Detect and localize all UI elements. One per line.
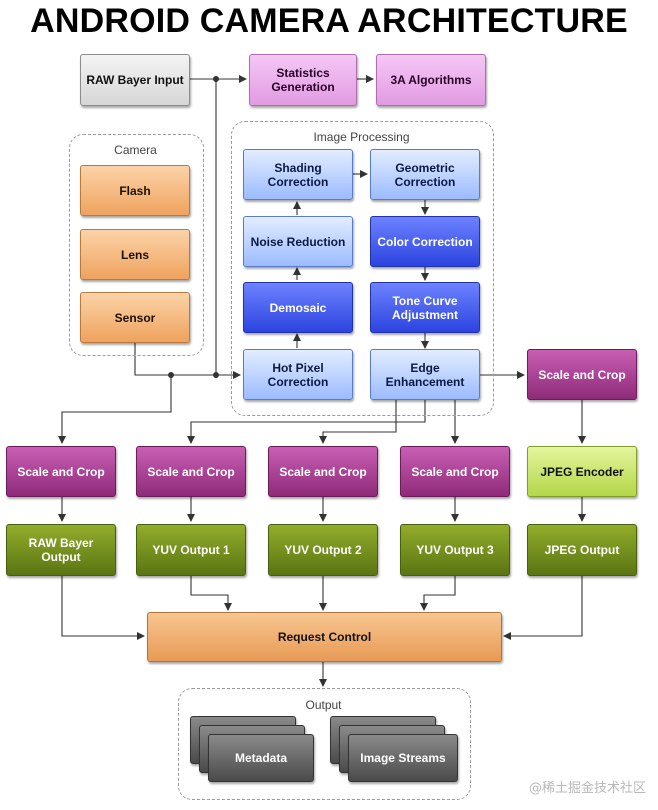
- hot-pixel-correction-label: Hot Pixel Correction: [267, 360, 329, 389]
- lens-box: Lens: [80, 229, 190, 280]
- image-streams-label: Image Streams: [360, 751, 446, 765]
- junction-dot-top: [213, 76, 219, 82]
- 3a-algorithms-box: 3A Algorithms: [376, 54, 486, 106]
- jpeg-encoder-label: JPEG Encoder: [540, 464, 624, 479]
- tone-curve-adjustment-label: Tone Curve Adjustment: [392, 293, 458, 322]
- scale-crop-yuv1-label: Scale and Crop: [147, 464, 235, 479]
- yuv-output-3-label: YUV Output 3: [416, 543, 494, 557]
- line-edge-to-yuv2: [319, 400, 397, 444]
- line-yuv3-request: [420, 576, 456, 611]
- raw-bayer-input-box: RAW Bayer Input: [80, 54, 190, 106]
- edge-enhancement-label: Edge Enhancement: [385, 360, 465, 389]
- scale-crop-yuv3-label: Scale and Crop: [411, 464, 499, 479]
- scale-crop-yuv2-label: Scale and Crop: [279, 464, 367, 479]
- line-junction-raw-scale: [58, 375, 172, 444]
- scale-crop-jpeg-box: Scale and Crop: [527, 349, 637, 400]
- output-group-label: Output: [305, 698, 342, 712]
- noise-reduction-box: Noise Reduction: [243, 216, 353, 267]
- color-correction-label: Color Correction: [377, 234, 473, 249]
- yuv-output-1-label: YUV Output 1: [152, 543, 230, 557]
- raw-bayer-output-label: RAW Bayer Output: [28, 536, 94, 564]
- request-control-label: Request Control: [277, 630, 372, 644]
- shading-correction-label: Shading Correction: [267, 160, 329, 189]
- line-sensor-out: [134, 343, 241, 379]
- yuv-output-2-box: YUV Output 2: [268, 524, 378, 576]
- yuv-output-1-box: YUV Output 1: [136, 524, 246, 576]
- camera-group-label: Camera: [114, 143, 157, 157]
- jpeg-encoder-box: JPEG Encoder: [527, 446, 637, 497]
- scale-crop-jpeg-label: Scale and Crop: [538, 367, 626, 382]
- color-correction-box: Color Correction: [370, 216, 480, 267]
- statistics-generation-label: Statistics Generation: [271, 66, 335, 94]
- sensor-box: Sensor: [80, 292, 190, 343]
- noise-reduction-label: Noise Reduction: [250, 234, 346, 249]
- yuv-output-2-label: YUV Output 2: [284, 543, 362, 557]
- scale-crop-yuv3-box: Scale and Crop: [400, 446, 510, 497]
- junction-dot-left: [168, 372, 174, 378]
- diagram-title: ANDROID CAMERA ARCHITECTURE: [30, 2, 628, 40]
- statistics-generation-box: Statistics Generation: [249, 54, 357, 106]
- output-group: [178, 688, 471, 800]
- geometric-correction-label: Geometric Correction: [394, 160, 456, 189]
- scale-crop-yuv2-box: Scale and Crop: [268, 446, 378, 497]
- demosaic-label: Demosaic: [269, 300, 327, 315]
- junction-dot-middle: [213, 372, 219, 378]
- flash-label: Flash: [119, 183, 151, 198]
- request-control-box: Request Control: [147, 612, 502, 662]
- raw-bayer-output-box: RAW Bayer Output: [6, 524, 116, 576]
- image-streams-stack-front: [348, 734, 458, 782]
- line-raw-out-request: [61, 576, 145, 640]
- yuv-output-3-box: YUV Output 3: [400, 524, 510, 576]
- tone-curve-adjustment-box: Tone Curve Adjustment: [370, 282, 480, 333]
- lens-label: Lens: [120, 247, 149, 262]
- shading-correction-box: Shading Correction: [243, 149, 353, 200]
- 3a-algorithms-label: 3A Algorithms: [390, 73, 472, 87]
- edge-enhancement-box: Edge Enhancement: [370, 349, 480, 400]
- image-processing-group: [231, 121, 494, 416]
- watermark-text: @稀土掘金技术社区: [528, 781, 646, 796]
- line-edge-to-yuv1: [187, 400, 426, 444]
- jpeg-output-box: JPEG Output: [527, 524, 637, 576]
- raw-bayer-input-label: RAW Bayer Input: [86, 73, 184, 87]
- metadata-label: Metadata: [234, 751, 287, 765]
- flash-box: Flash: [80, 165, 190, 216]
- camera-group: [69, 134, 204, 356]
- jpeg-output-label: JPEG Output: [544, 543, 620, 557]
- scale-crop-yuv1-box: Scale and Crop: [136, 446, 246, 497]
- image-processing-group-label: Image Processing: [313, 130, 410, 144]
- geometric-correction-box: Geometric Correction: [370, 149, 480, 200]
- demosaic-box: Demosaic: [243, 282, 353, 333]
- hot-pixel-correction-box: Hot Pixel Correction: [243, 349, 353, 400]
- line-jpeg-out-request: [503, 576, 583, 640]
- sensor-label: Sensor: [114, 310, 156, 325]
- scale-crop-raw-label: Scale and Crop: [17, 464, 105, 479]
- line-yuv1-request: [190, 576, 232, 611]
- scale-crop-raw-box: Scale and Crop: [6, 446, 116, 497]
- metadata-stack-front: [208, 734, 314, 782]
